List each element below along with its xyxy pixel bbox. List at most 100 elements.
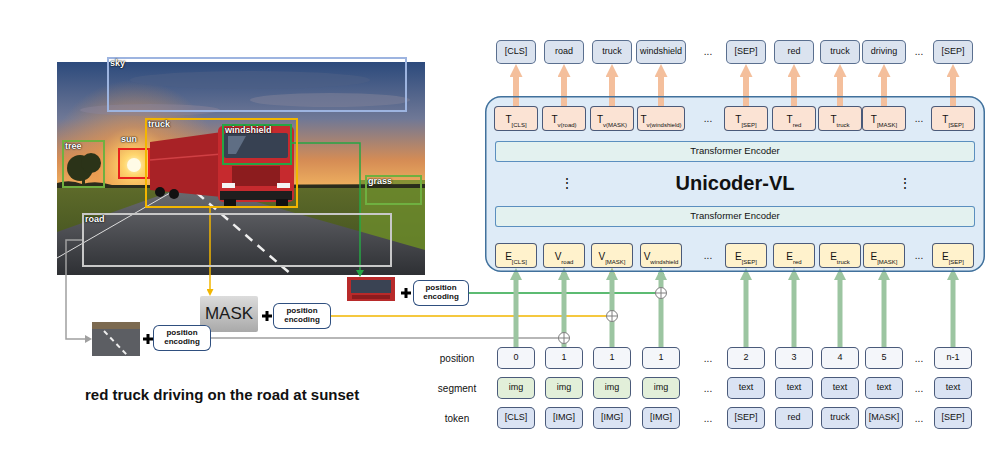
segment-id: img: [545, 377, 583, 399]
token-label: Ered: [786, 246, 801, 266]
sum-symbol: [656, 288, 667, 299]
node-text: img: [557, 383, 572, 393]
node-text: [SEP]: [734, 413, 757, 423]
output-token: truck: [820, 40, 860, 64]
node-text: T: [787, 114, 793, 125]
road-crop: [92, 322, 140, 356]
input-embedding: V[MASK]: [591, 243, 633, 268]
row-label: ...: [915, 353, 923, 364]
node-text: road: [85, 215, 105, 225]
output-embedding: Tv(windshield): [637, 106, 685, 131]
row-label: ...: [704, 46, 712, 57]
connector: [209, 208, 211, 289]
node-text: img: [605, 383, 620, 393]
input-embedding: E[SEP]: [725, 243, 767, 268]
node-text: E: [830, 251, 837, 262]
windshield-crop-glass: [351, 280, 391, 293]
plus-sign: [262, 311, 272, 321]
node-text: 0: [513, 353, 518, 363]
segment-id: img: [593, 377, 631, 399]
leader-head: [85, 335, 92, 343]
plus-sign: [143, 334, 153, 344]
sum-symbol: [559, 333, 570, 344]
input-token: [IMG]: [642, 407, 680, 429]
node-text: position encoding: [413, 284, 469, 302]
plus-sign: [401, 288, 411, 298]
row-label: ...: [915, 113, 923, 124]
input-token: [IMG]: [593, 407, 631, 429]
output-embedding: T[SEP]: [724, 106, 768, 131]
node-text: [IMG]: [650, 413, 672, 423]
ellipsis-mark: ⋮: [560, 176, 574, 191]
figure-caption: red truck driving on the road at sunset: [85, 386, 359, 403]
node-text: [SEP]: [948, 122, 963, 128]
connector: [743, 77, 749, 106]
model-fill: [485, 96, 985, 272]
truck-wheel: [276, 199, 288, 207]
node-text: [SEP]: [941, 47, 964, 57]
tree-crown: [81, 153, 101, 173]
node-text: T: [640, 114, 646, 125]
node-text: text: [739, 383, 754, 393]
trailer-stripe: [150, 154, 222, 160]
row-label: ...: [704, 383, 712, 394]
token-label: Vroad: [555, 246, 574, 266]
node-text: truck: [148, 120, 170, 130]
segment-id: text: [775, 377, 813, 399]
output-embedding: Tred: [772, 106, 816, 131]
output-token: road: [544, 40, 584, 64]
node-text: Transformer Encoder: [690, 146, 779, 156]
segment-id: img: [642, 377, 680, 399]
leader-head: [356, 270, 364, 277]
output-token: windshield: [636, 40, 686, 64]
node-text: text: [946, 383, 961, 393]
input-embedding: E[SEP]: [932, 243, 974, 268]
node-text: [IMG]: [553, 413, 575, 423]
token-label: Tv(road): [551, 109, 576, 129]
connector: [792, 280, 797, 347]
input-token: [CLS]: [497, 407, 535, 429]
input-token: truck: [821, 407, 859, 429]
node-text: [CLS]: [505, 47, 528, 57]
node-text: red: [793, 122, 802, 128]
node-text: red: [793, 259, 802, 265]
segment-id: img: [497, 377, 535, 399]
node-text: v(road): [558, 122, 577, 128]
region-box: sky: [107, 57, 407, 112]
connector: [882, 280, 887, 347]
cloud: [130, 71, 370, 89]
ellipsis-mark: ⋮: [898, 176, 912, 191]
node-text: truck: [830, 413, 850, 423]
truck-light: [222, 183, 235, 188]
node-text: windshield: [225, 126, 272, 136]
connector: [838, 280, 843, 347]
position-id: 1: [593, 347, 631, 369]
sun-disc: [127, 158, 141, 172]
sum-symbol: [607, 311, 618, 322]
road-edge: [57, 193, 170, 258]
node-text: T: [597, 114, 603, 125]
node-text: MASK: [205, 305, 253, 324]
node-text: truck: [830, 47, 850, 57]
node-text: T: [551, 114, 557, 125]
segment-id: text: [865, 377, 903, 399]
position-id: 1: [642, 347, 680, 369]
connector: [514, 280, 519, 347]
sun-glow: [57, 62, 425, 188]
output-token: [CLS]: [496, 40, 536, 64]
truck-bumper: [220, 191, 292, 200]
connector: [950, 77, 956, 106]
token-label: E[SEP]: [735, 246, 757, 266]
row-label: ...: [704, 113, 712, 124]
node-text: truck: [602, 47, 622, 57]
lane-marking: [197, 193, 292, 275]
truck-light: [277, 183, 290, 188]
cloud: [250, 93, 410, 107]
node-text: T: [735, 114, 741, 125]
output-token: truck: [592, 40, 632, 64]
node-text: E: [735, 251, 742, 262]
node-text: img: [654, 383, 669, 393]
leader-line: [292, 143, 360, 270]
node-text: text: [787, 383, 802, 393]
truck-wheel: [169, 189, 179, 199]
